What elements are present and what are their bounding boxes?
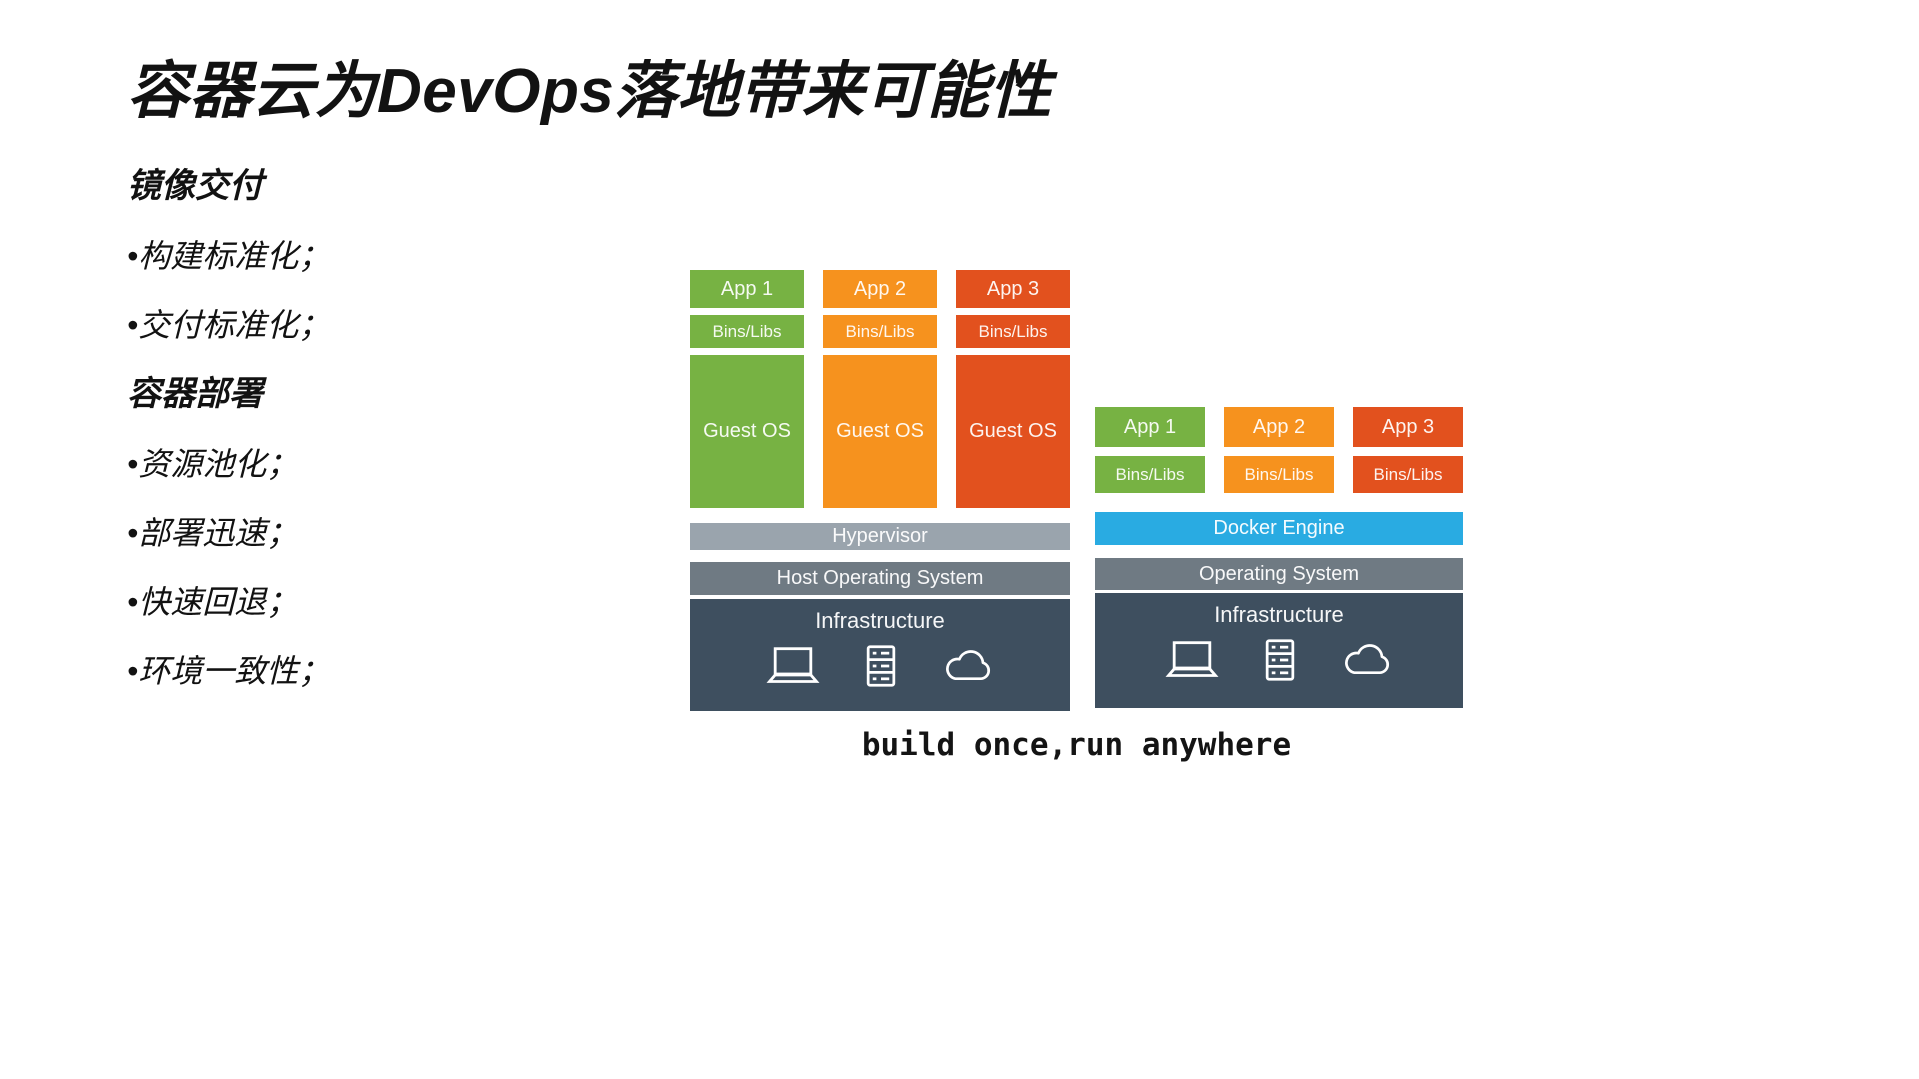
bins-libs-box: Bins/Libs	[956, 315, 1070, 348]
caption-build-once-run-anywhere: build once,run anywhere	[861, 727, 1292, 763]
container-architecture-stack: App 1 Bins/Libs App 2 Bins/Libs App 3 Bi…	[1095, 407, 1463, 708]
infrastructure-block: Infrastructure	[690, 599, 1070, 711]
section-heading-image-delivery: 镜像交付	[127, 167, 263, 205]
bullet-item: •构建标准化；	[127, 238, 331, 274]
app-box: App 3	[956, 270, 1070, 308]
container-column-3: App 3 Bins/Libs	[1353, 407, 1463, 493]
bins-libs-box: Bins/Libs	[1353, 456, 1463, 493]
bullet-item: •资源池化；	[127, 446, 299, 482]
operating-system-bar: Operating System	[1095, 558, 1463, 590]
vm-column-2: App 2 Bins/Libs Guest OS	[823, 270, 937, 508]
infrastructure-icons	[1095, 637, 1463, 683]
infrastructure-label: Infrastructure	[1214, 602, 1344, 627]
section-heading-container-deploy: 容器部署	[127, 375, 263, 413]
vm-column-1: App 1 Bins/Libs Guest OS	[690, 270, 804, 508]
bullet-item: •环境一致性；	[127, 653, 331, 689]
app-box: App 1	[690, 270, 804, 308]
guest-os-box: Guest OS	[690, 355, 804, 508]
slide-title: 容器云为DevOps落地带来可能性	[127, 57, 1052, 126]
infrastructure-label: Infrastructure	[815, 608, 945, 633]
app-box: App 2	[1224, 407, 1334, 447]
bullet-item: •交付标准化；	[127, 307, 331, 343]
vm-columns: App 1 Bins/Libs Guest OS App 2 Bins/Libs…	[690, 270, 1070, 508]
bins-libs-box: Bins/Libs	[690, 315, 804, 348]
server-rack-icon	[1265, 639, 1295, 681]
app-box: App 1	[1095, 407, 1205, 447]
laptop-icon	[1167, 640, 1217, 677]
bins-libs-box: Bins/Libs	[1224, 456, 1334, 493]
bins-libs-box: Bins/Libs	[1095, 456, 1205, 493]
server-rack-icon	[866, 645, 896, 687]
vm-column-3: App 3 Bins/Libs Guest OS	[956, 270, 1070, 508]
container-columns: App 1 Bins/Libs App 2 Bins/Libs App 3 Bi…	[1095, 407, 1463, 493]
docker-engine-bar: Docker Engine	[1095, 512, 1463, 545]
container-column-2: App 2 Bins/Libs	[1224, 407, 1334, 493]
bullet-item: •部署迅速；	[127, 515, 299, 551]
app-box: App 2	[823, 270, 937, 308]
infrastructure-icons	[690, 643, 1070, 689]
cloud-icon	[946, 650, 991, 681]
vm-architecture-stack: App 1 Bins/Libs Guest OS App 2 Bins/Libs…	[690, 270, 1070, 711]
hypervisor-bar: Hypervisor	[690, 523, 1070, 550]
laptop-icon	[768, 646, 818, 683]
bullet-item: •快速回退；	[127, 584, 299, 620]
guest-os-box: Guest OS	[823, 355, 937, 508]
guest-os-box: Guest OS	[956, 355, 1070, 508]
bullet-column: 镜像交付 •构建标准化； •交付标准化； 容器部署 •资源池化； •部署迅速； …	[127, 168, 607, 722]
cloud-icon	[1345, 644, 1390, 675]
host-os-bar: Host Operating System	[690, 562, 1070, 595]
bins-libs-box: Bins/Libs	[823, 315, 937, 348]
app-box: App 3	[1353, 407, 1463, 447]
container-column-1: App 1 Bins/Libs	[1095, 407, 1205, 493]
infrastructure-block: Infrastructure	[1095, 593, 1463, 708]
